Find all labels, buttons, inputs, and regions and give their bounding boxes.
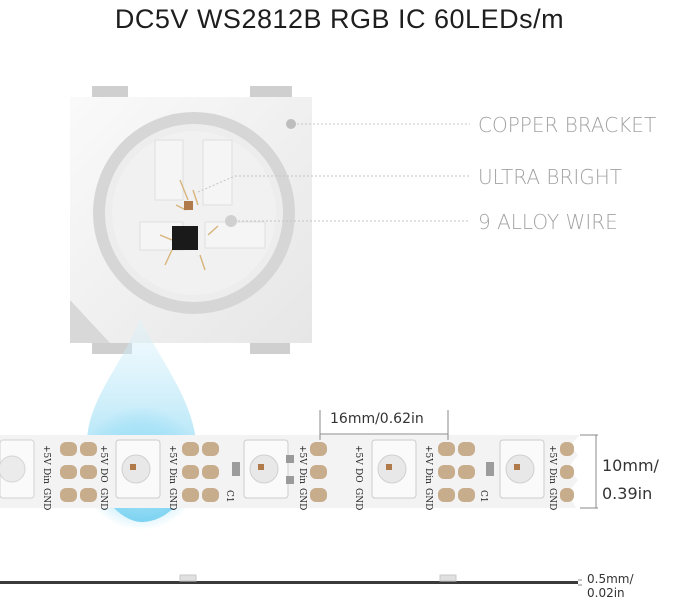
callout-ultra-bright: ULTRA BRIGHT [478, 165, 623, 189]
thickness-label-line2: 0.02in [587, 586, 625, 600]
pad-label: +5V [423, 445, 433, 465]
chip-pin [250, 86, 292, 100]
pad-label: Din [41, 468, 51, 484]
chip-pin [92, 86, 128, 100]
led-die [184, 201, 193, 210]
component-label: C1 [224, 490, 234, 503]
pad-label: Din [547, 468, 557, 484]
pad-label: DO [98, 468, 108, 483]
pad-label: Din [297, 468, 307, 484]
pad-label: +5V [98, 445, 108, 465]
pad-label: GND [423, 488, 433, 510]
component-label: C1 [478, 490, 488, 503]
led-strip [0, 435, 580, 508]
callout-alloy-wire: 9 ALLOY WIRE [478, 210, 618, 234]
pad-label: Din [167, 468, 177, 484]
pad-label: +5V [41, 445, 51, 465]
pitch-label: 16mm/0.62in [330, 411, 424, 427]
width-label-line2: 0.39in [602, 484, 653, 503]
width-label-line1: 10mm/ [602, 456, 659, 475]
strip-led [499, 439, 545, 499]
chip-pin [92, 342, 132, 354]
pad-labels: +5V Din GND +5V DO GND +5V Din GND +5V D… [41, 445, 557, 510]
pad-label: GND [167, 488, 177, 510]
pad-label: GND [353, 488, 363, 510]
pad-label: DO [353, 468, 363, 483]
width-dimension [580, 434, 598, 509]
strip-led [115, 439, 161, 499]
strip-led [0, 439, 35, 499]
strip-led [243, 439, 294, 499]
pad-label: +5V [297, 445, 307, 465]
pad-label: GND [41, 488, 51, 510]
pad-label: +5V [353, 445, 363, 465]
thickness-label-line1: 0.5mm/ [587, 572, 634, 586]
chip-pin [250, 342, 290, 354]
capacitor [486, 462, 494, 476]
callout-dot [225, 215, 237, 227]
pad-label: +5V [547, 445, 557, 465]
copper-pads [60, 442, 574, 502]
pad-label: +5V [167, 445, 177, 465]
ws2812b-chip [70, 97, 312, 343]
pad-label: GND [98, 488, 108, 510]
pitch-dimension [319, 410, 449, 440]
strip-side-view [0, 574, 582, 586]
capacitor [232, 462, 240, 476]
pad-label: GND [297, 488, 307, 510]
ic-die [172, 226, 198, 250]
width-label: 10mm/ 0.39in [602, 452, 659, 508]
pad-label: Din [423, 468, 433, 484]
strip-led [371, 439, 417, 499]
page-title: DC5V WS2812B RGB IC 60LEDs/m [114, 4, 565, 34]
callout-dot [286, 119, 296, 129]
callout-copper-bracket: COPPER BRACKET [478, 113, 657, 137]
pad-label: GND [547, 488, 557, 510]
thickness-label: 0.5mm/ 0.02in [587, 572, 634, 600]
